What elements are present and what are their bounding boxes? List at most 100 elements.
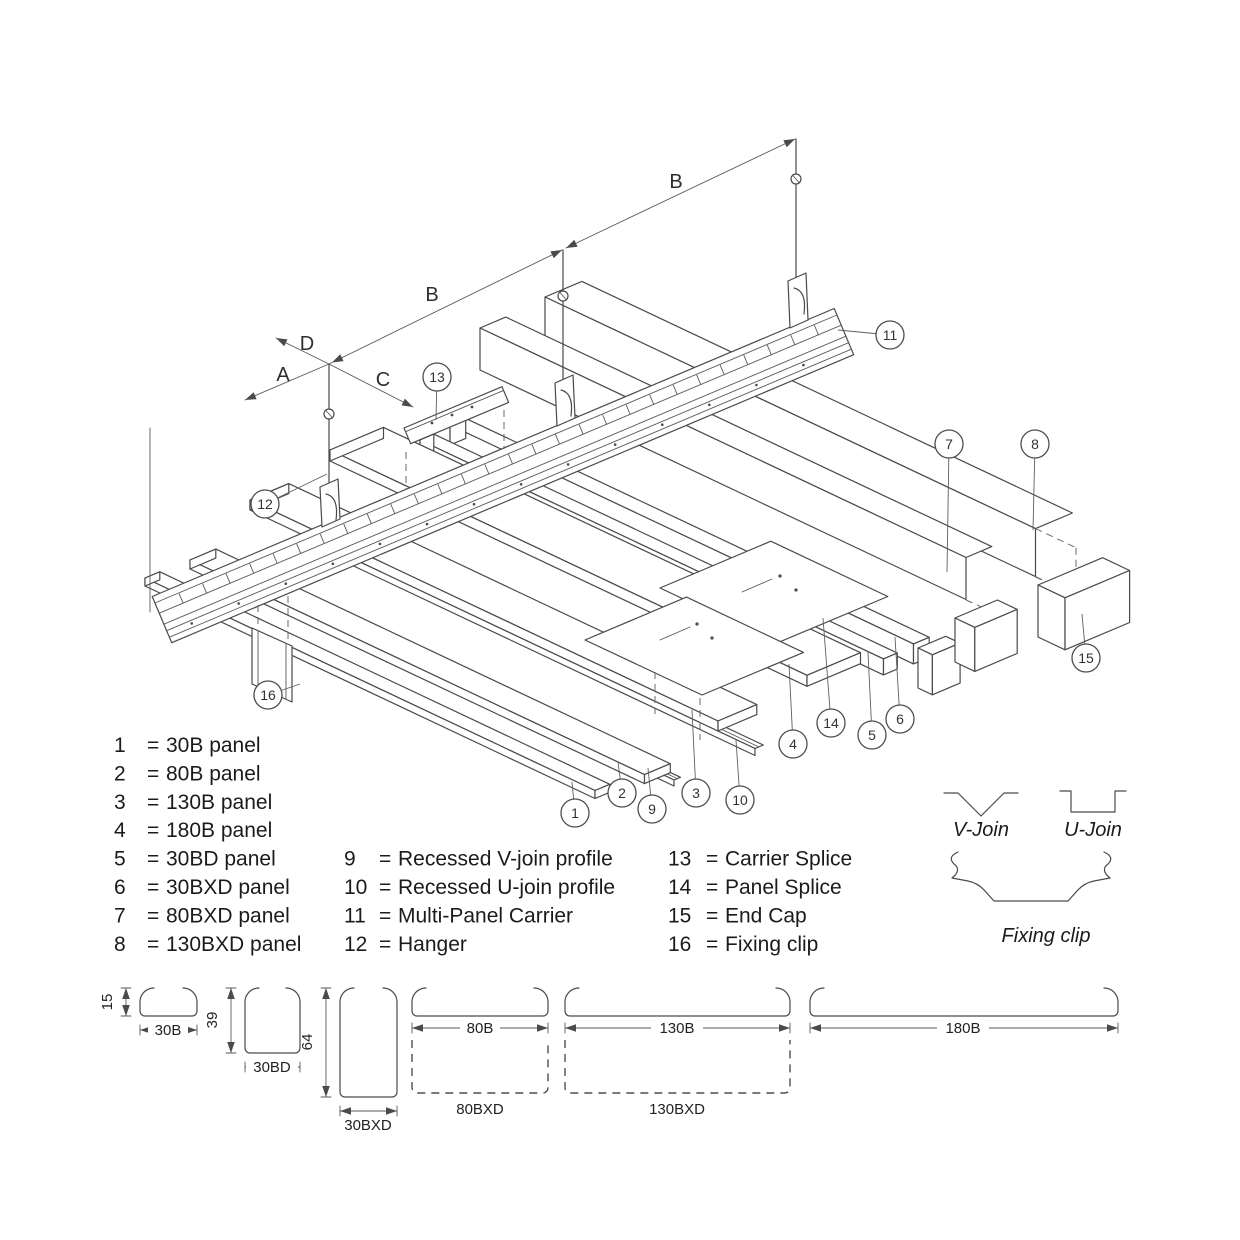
hangers (319, 138, 809, 528)
callout-11: 11 (837, 320, 905, 350)
legend-item-num: 10 (344, 876, 367, 899)
u-join-icon (1059, 790, 1127, 813)
legend-equals: = (147, 734, 159, 757)
legend-item-label: Multi-Panel Carrier (398, 904, 573, 927)
dim-30bxd-width: 30BXD (344, 1117, 392, 1134)
callout-13: 13 (422, 362, 452, 421)
legend-item-label: Carrier Splice (725, 848, 852, 871)
legend-item-label: Recessed U-join profile (398, 876, 615, 899)
callout-number: 6 (896, 711, 904, 727)
legend-item-num: 12 (344, 933, 367, 956)
legend-item-label: 130B panel (166, 791, 272, 814)
callout-number: 4 (789, 736, 797, 752)
callout-5: 5 (857, 651, 887, 750)
callout-14: 14 (816, 617, 846, 738)
legend-item-label: Recessed V-join profile (398, 848, 613, 871)
callout-10: 10 (725, 739, 755, 815)
callout-number: 12 (257, 496, 273, 512)
callout-number: 14 (823, 715, 839, 731)
callout-number: 2 (618, 785, 626, 801)
legend-item-num: 14 (668, 876, 692, 899)
profile-180b (809, 987, 1119, 1017)
legend-item-num: 3 (114, 791, 126, 814)
hanger-bracket (787, 272, 809, 329)
legend-item-label: 30BXD panel (166, 876, 290, 899)
legend-equals: = (379, 876, 391, 899)
dim-130b-width: 130B (659, 1020, 694, 1037)
fixing-clip-icon (950, 851, 1112, 902)
callout-9: 9 (637, 767, 667, 824)
legend-equals: = (706, 876, 718, 899)
legend-item-num: 13 (668, 848, 691, 871)
carrier-perforations (178, 325, 819, 625)
v-join-icon (943, 792, 1019, 817)
fixing-clip-label: Fixing clip (1002, 925, 1091, 947)
profile-130bxd-dashed (564, 1040, 791, 1094)
axis-label-a: A (276, 364, 290, 386)
callout-number: 1 (571, 805, 579, 821)
dim-180b-width: 180B (945, 1020, 980, 1037)
panel-splice-plates (584, 540, 889, 740)
legend-item-num: 4 (114, 819, 126, 842)
dim-30bd-height: 39 (204, 1012, 221, 1029)
callout-6: 6 (885, 636, 915, 734)
panel-2-80b (189, 548, 671, 785)
callout-number: 5 (868, 727, 876, 743)
legend-item-num: 7 (114, 904, 126, 927)
callout-3: 3 (681, 709, 711, 808)
callout-8: 8 (1020, 429, 1050, 531)
profile-sections: 15 39 64 30B 30BD 30BXD 80B 130B 180B 80… (99, 987, 1119, 1134)
legend-item-label: 30B panel (166, 734, 261, 757)
callout-4: 4 (778, 663, 808, 759)
legend-equals: = (706, 933, 718, 956)
profile-80b (411, 987, 549, 1017)
dim-30bxd-height: 64 (299, 1034, 316, 1051)
u-join-label: U-Join (1064, 819, 1122, 841)
callout-12: 12 (250, 473, 328, 519)
legend-equals: = (379, 933, 391, 956)
legend-equals: = (147, 876, 159, 899)
label-80bxd: 80BXD (456, 1101, 504, 1118)
legend-item-num: 16 (668, 933, 691, 956)
dim-30b-height: 15 (99, 994, 116, 1011)
callout-number: 7 (945, 436, 953, 452)
callout-7: 7 (934, 429, 964, 573)
axis-label-c: C (376, 369, 390, 391)
callout-number: 9 (648, 801, 656, 817)
legend-item-label: Hanger (398, 933, 467, 956)
legend-equals: = (147, 762, 159, 785)
label-130bxd: 130BXD (649, 1101, 705, 1118)
legend-item-label: End Cap (725, 904, 807, 927)
dim-30bd-width: 30BD (253, 1059, 291, 1076)
callout-16: 16 (253, 680, 301, 710)
profile-30bxd (339, 987, 398, 1098)
profile-80bxd-dashed (411, 1040, 549, 1094)
callout-15: 15 (1071, 613, 1101, 673)
dimension-axes: A D C B B (149, 138, 796, 613)
axis-label-d: D (300, 333, 314, 355)
legend-item-num: 6 (114, 876, 126, 899)
profile-30b (139, 987, 198, 1017)
dim-30b-width: 30B (155, 1022, 182, 1039)
legend-item-label: 130BXD panel (166, 933, 301, 956)
legend-equals: = (147, 904, 159, 927)
carrier-splice (403, 386, 510, 490)
legend-item-num: 5 (114, 848, 126, 871)
legend-item-num: 2 (114, 762, 126, 785)
callout-1: 1 (560, 781, 590, 828)
legend-item-num: 11 (344, 904, 366, 927)
legend-equals: = (147, 819, 159, 842)
callout-number: 16 (260, 687, 276, 703)
legend-equals: = (379, 848, 391, 871)
join-symbols: V-Join U-Join Fixing clip (943, 790, 1127, 947)
legend-item-label: 80B panel (166, 762, 261, 785)
profile-30bd (244, 987, 301, 1054)
hanger-bracket (554, 374, 576, 427)
callout-number: 13 (429, 369, 445, 385)
dim-label-b-upper: B (669, 171, 682, 193)
callout-number: 8 (1031, 436, 1039, 452)
